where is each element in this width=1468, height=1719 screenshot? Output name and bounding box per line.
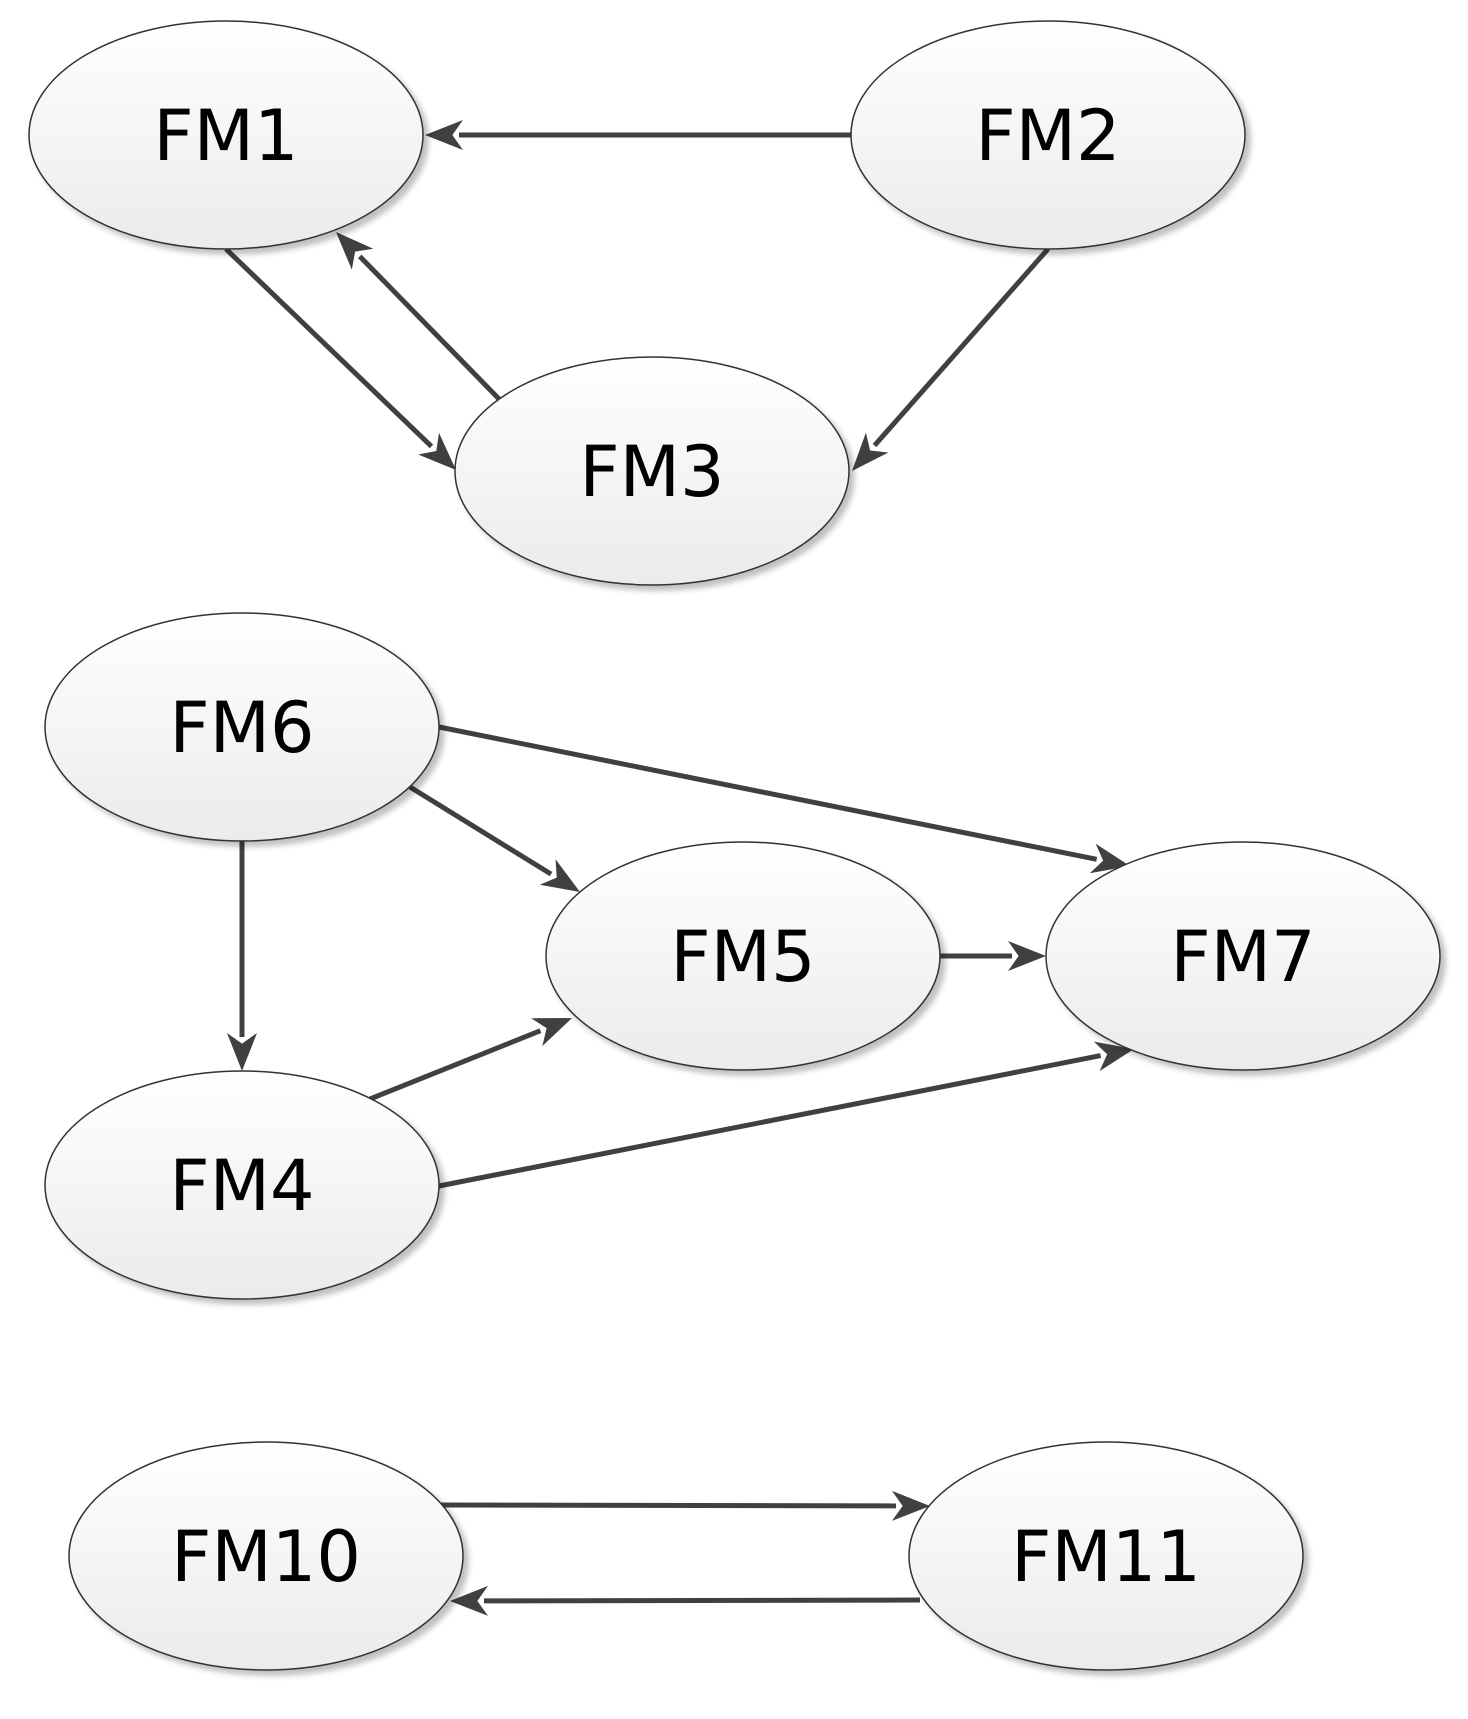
node-label: FM4 — [169, 1145, 314, 1227]
node-fm10: FM10 — [68, 1441, 464, 1671]
edge-fm11-to-fm10 — [450, 1585, 921, 1616]
node-label: FM11 — [1011, 1516, 1201, 1598]
node-label: FM7 — [1170, 916, 1315, 998]
edge-fm1-to-fm3 — [224, 247, 456, 470]
node-ellipse — [454, 356, 850, 586]
node-ellipse — [908, 1441, 1304, 1671]
arrowhead-icon — [891, 1490, 930, 1521]
node-label: FM6 — [169, 687, 314, 769]
edge-fm4-to-fm7 — [438, 1041, 1134, 1189]
node-ellipse — [1045, 841, 1441, 1071]
arrowhead-icon — [539, 859, 580, 892]
edge-line — [439, 1502, 897, 1509]
edge-line — [483, 1597, 921, 1604]
edge-line — [872, 247, 1050, 448]
arrowhead-icon — [425, 120, 463, 150]
edge-fm2-to-fm1 — [425, 120, 851, 150]
node-ellipse — [68, 1441, 464, 1671]
arrowhead-icon — [852, 432, 889, 471]
edge-line — [408, 784, 553, 877]
node-fm7: FM7 — [1045, 841, 1441, 1071]
node-label: FM1 — [153, 95, 298, 177]
edge-fm6-to-fm4 — [227, 841, 257, 1071]
arrowhead-icon — [227, 1033, 257, 1071]
node-fm4: FM4 — [44, 1070, 440, 1300]
edge-fm6-to-fm5 — [408, 784, 580, 892]
node-ellipse — [44, 1070, 440, 1300]
node-ellipse — [28, 20, 424, 250]
node-fm5: FM5 — [545, 841, 941, 1071]
node-ellipse — [850, 20, 1246, 250]
edge-fm5-to-fm7 — [940, 941, 1046, 971]
node-fm6: FM6 — [44, 612, 440, 842]
edge-line — [369, 1028, 542, 1102]
node-ellipse — [44, 612, 440, 842]
arrowhead-icon — [336, 232, 374, 270]
node-fm1: FM1 — [28, 20, 424, 250]
arrowhead-icon — [1089, 843, 1130, 874]
edge-line — [438, 724, 1098, 862]
edge-fm4-to-fm5 — [369, 1018, 572, 1102]
node-label: FM5 — [670, 916, 815, 998]
node-label: FM3 — [579, 431, 724, 513]
edge-line — [224, 247, 434, 449]
node-fm11: FM11 — [908, 1441, 1304, 1671]
node-label: FM10 — [171, 1516, 361, 1598]
arrowhead-icon — [1093, 1041, 1134, 1072]
edge-line — [357, 254, 502, 402]
edge-fm2-to-fm3 — [852, 247, 1050, 471]
edge-fm10-to-fm11 — [439, 1490, 930, 1521]
edges — [224, 120, 1134, 1616]
edge-fm6-to-fm7 — [438, 724, 1130, 874]
node-fm2: FM2 — [850, 20, 1246, 250]
node-ellipse — [545, 841, 941, 1071]
node-fm3: FM3 — [454, 356, 850, 586]
arrowhead-icon — [1008, 941, 1046, 971]
arrowhead-icon — [418, 432, 456, 470]
arrowhead-icon — [531, 1018, 572, 1047]
arrowhead-icon — [450, 1585, 489, 1616]
edge-line — [438, 1053, 1102, 1189]
node-label: FM2 — [975, 95, 1120, 177]
edge-fm3-to-fm1 — [336, 232, 502, 402]
